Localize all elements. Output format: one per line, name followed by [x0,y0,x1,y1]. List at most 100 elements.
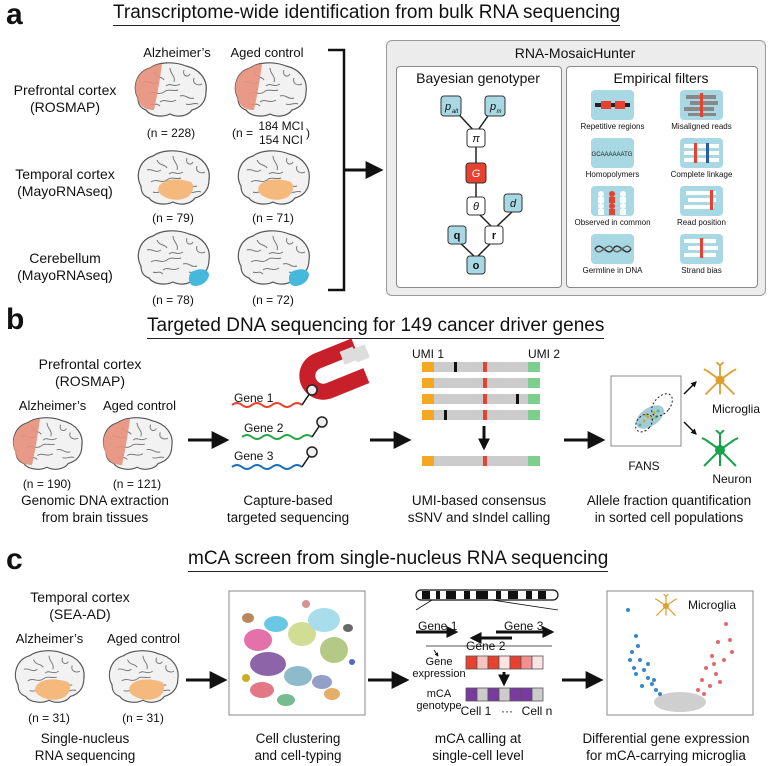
row1-n-ctrl-l1: 184 MCI [258,119,304,133]
node-d [503,193,523,213]
row1-cohort: (ROSMAP) [30,99,100,115]
node-r [484,225,504,245]
c-arrow-2 [368,671,410,689]
node-pi [466,128,486,148]
b-col-ctrl: Aged control [103,398,176,413]
c-arrow-3 [562,671,604,689]
node-q-label: q [454,230,461,242]
row3-cohort: (MayoRNAseq) [17,267,113,283]
row2-cohort: (MayoRNAseq) [17,183,113,199]
filter-homopolymers: GCAAAAAATG Homopolymers [571,138,654,182]
row3-n-ctrl: (n = 72) [252,293,294,307]
c-col-ctrl: Aged control [107,631,180,646]
mca-genotype-label: mCA genotype [416,688,462,712]
b-n-alz: (n = 190) [22,477,72,491]
b-caption-1: Genomic DNA extraction from brain tissue… [21,493,169,525]
c-caption-3: mCA calling at single-cell level [432,731,524,763]
brain-temporal-alz [137,150,210,205]
row2-region: Temporal cortex [15,166,115,182]
c-arrow-1 [186,671,228,689]
c-col-alz: Alzheimer’s [15,631,84,646]
node-p-m-label: p [489,101,496,113]
node-theta-label: θ [473,201,479,213]
filter-misaligned: Misaligned reads [660,90,743,134]
fans-plot [610,375,682,447]
cell-ellipsis: ··· [501,704,513,718]
panel-a-title: Transcriptome-wide identification from b… [113,2,621,26]
filter-common: Observed in common [571,186,654,230]
bayes-network: p alt p m π G θ d r q o [440,95,523,275]
row3-n-alz: (n = 78) [152,293,194,307]
c-gene1-label: Gene 1 [418,619,458,633]
node-p-alt-label: p [444,101,451,113]
row1-n-ctrl-suffix: ) [306,126,310,140]
b-arrow-3 [564,431,606,449]
b-caption-3: UMI-based consensus sSNV and sIndel call… [407,493,551,525]
panel-a-bracket-arrow [328,48,384,292]
homopolymer-sequence: GCAAAAAATG [592,152,633,158]
umi2-label: UMI 2 [528,347,561,361]
gene3-label: Gene 3 [234,449,274,463]
bayes-title: Bayesian genotyper [416,70,540,86]
b-col-alz: Alzheimer’s [18,398,87,413]
b-arrow-1 [188,431,230,449]
panel-b-letter: b [6,303,25,336]
b-capture-diagram [231,338,370,470]
b-brain-alz [12,417,83,470]
node-p-m [484,95,506,117]
c-brain-alz [14,650,85,703]
node-p-m-sub: m [497,109,502,115]
row1-n-ctrl-prefix: (n = [231,126,253,140]
c-brain-ctrl [108,650,179,703]
filter-strand: Strand bias [660,234,743,278]
c-microglia-label: Microglia [687,598,736,612]
filter-linkage: Complete linkage [660,138,743,182]
filter-repetitive: Repetitive regions [571,90,654,134]
row2-n-alz: (n = 79) [152,211,194,225]
row3-region: Cerebellum [29,250,101,266]
gene3-strand [231,464,303,470]
umap-plot [228,590,366,716]
node-theta [466,196,486,216]
fans-label: FANS [628,459,660,473]
b-cohort: (ROSMAP) [55,373,125,389]
brain-cerebellum-ctrl [237,230,310,286]
c-n-ctrl: (n = 31) [122,711,164,725]
row1-region: Prefrontal cortex [13,82,117,98]
node-p-alt-sub: alt [452,109,459,115]
row1-n-ctrl-l2: 154 NCI [258,133,304,147]
node-g-label: G [472,168,481,180]
brain-prefrontal-alz [134,62,207,117]
microglia-icon [702,362,738,396]
b-neuron-label: Neuron [712,472,752,486]
gene2-strand [241,434,313,440]
c-caption-2: Cell clustering and cell-typing [254,731,342,763]
node-pi-label: π [472,133,480,145]
node-o [466,255,486,275]
cell1-label: Cell 1 [460,704,492,718]
volcano-plot [606,590,754,716]
celln-label: Cell n [521,704,553,718]
node-d-label: d [510,198,517,210]
node-p-alt [440,95,462,117]
b-microglia-label: Microglia [711,402,760,416]
row2-n-ctrl: (n = 71) [252,211,294,225]
b-arrow-2 [370,431,412,449]
panel-b-title: Targeted DNA sequencing for 149 cancer d… [147,315,605,339]
filters-title: Empirical filters [613,70,709,86]
gene2-label: Gene 2 [244,421,284,435]
panel-c-letter: c [6,543,23,576]
c-gene3-label: Gene 3 [504,619,544,633]
panel-a-letter: a [6,0,23,31]
brain-cerebellum-alz [137,230,210,286]
gene1-label: Gene 1 [234,391,274,405]
filter-readpos: Read position [660,186,743,230]
c-caption-1: Single-nucleus RNA sequencing [34,731,136,763]
node-r-label: r [492,230,497,242]
gene-expression-label: Gene expression [412,656,466,680]
panel-c-title: mCA screen from single-nucleus RNA seque… [188,548,609,572]
filter-germline: Germline in DNA [571,234,654,278]
c-region: Temporal cortex [30,589,130,605]
node-g [465,162,487,184]
umi-reads [422,362,540,466]
